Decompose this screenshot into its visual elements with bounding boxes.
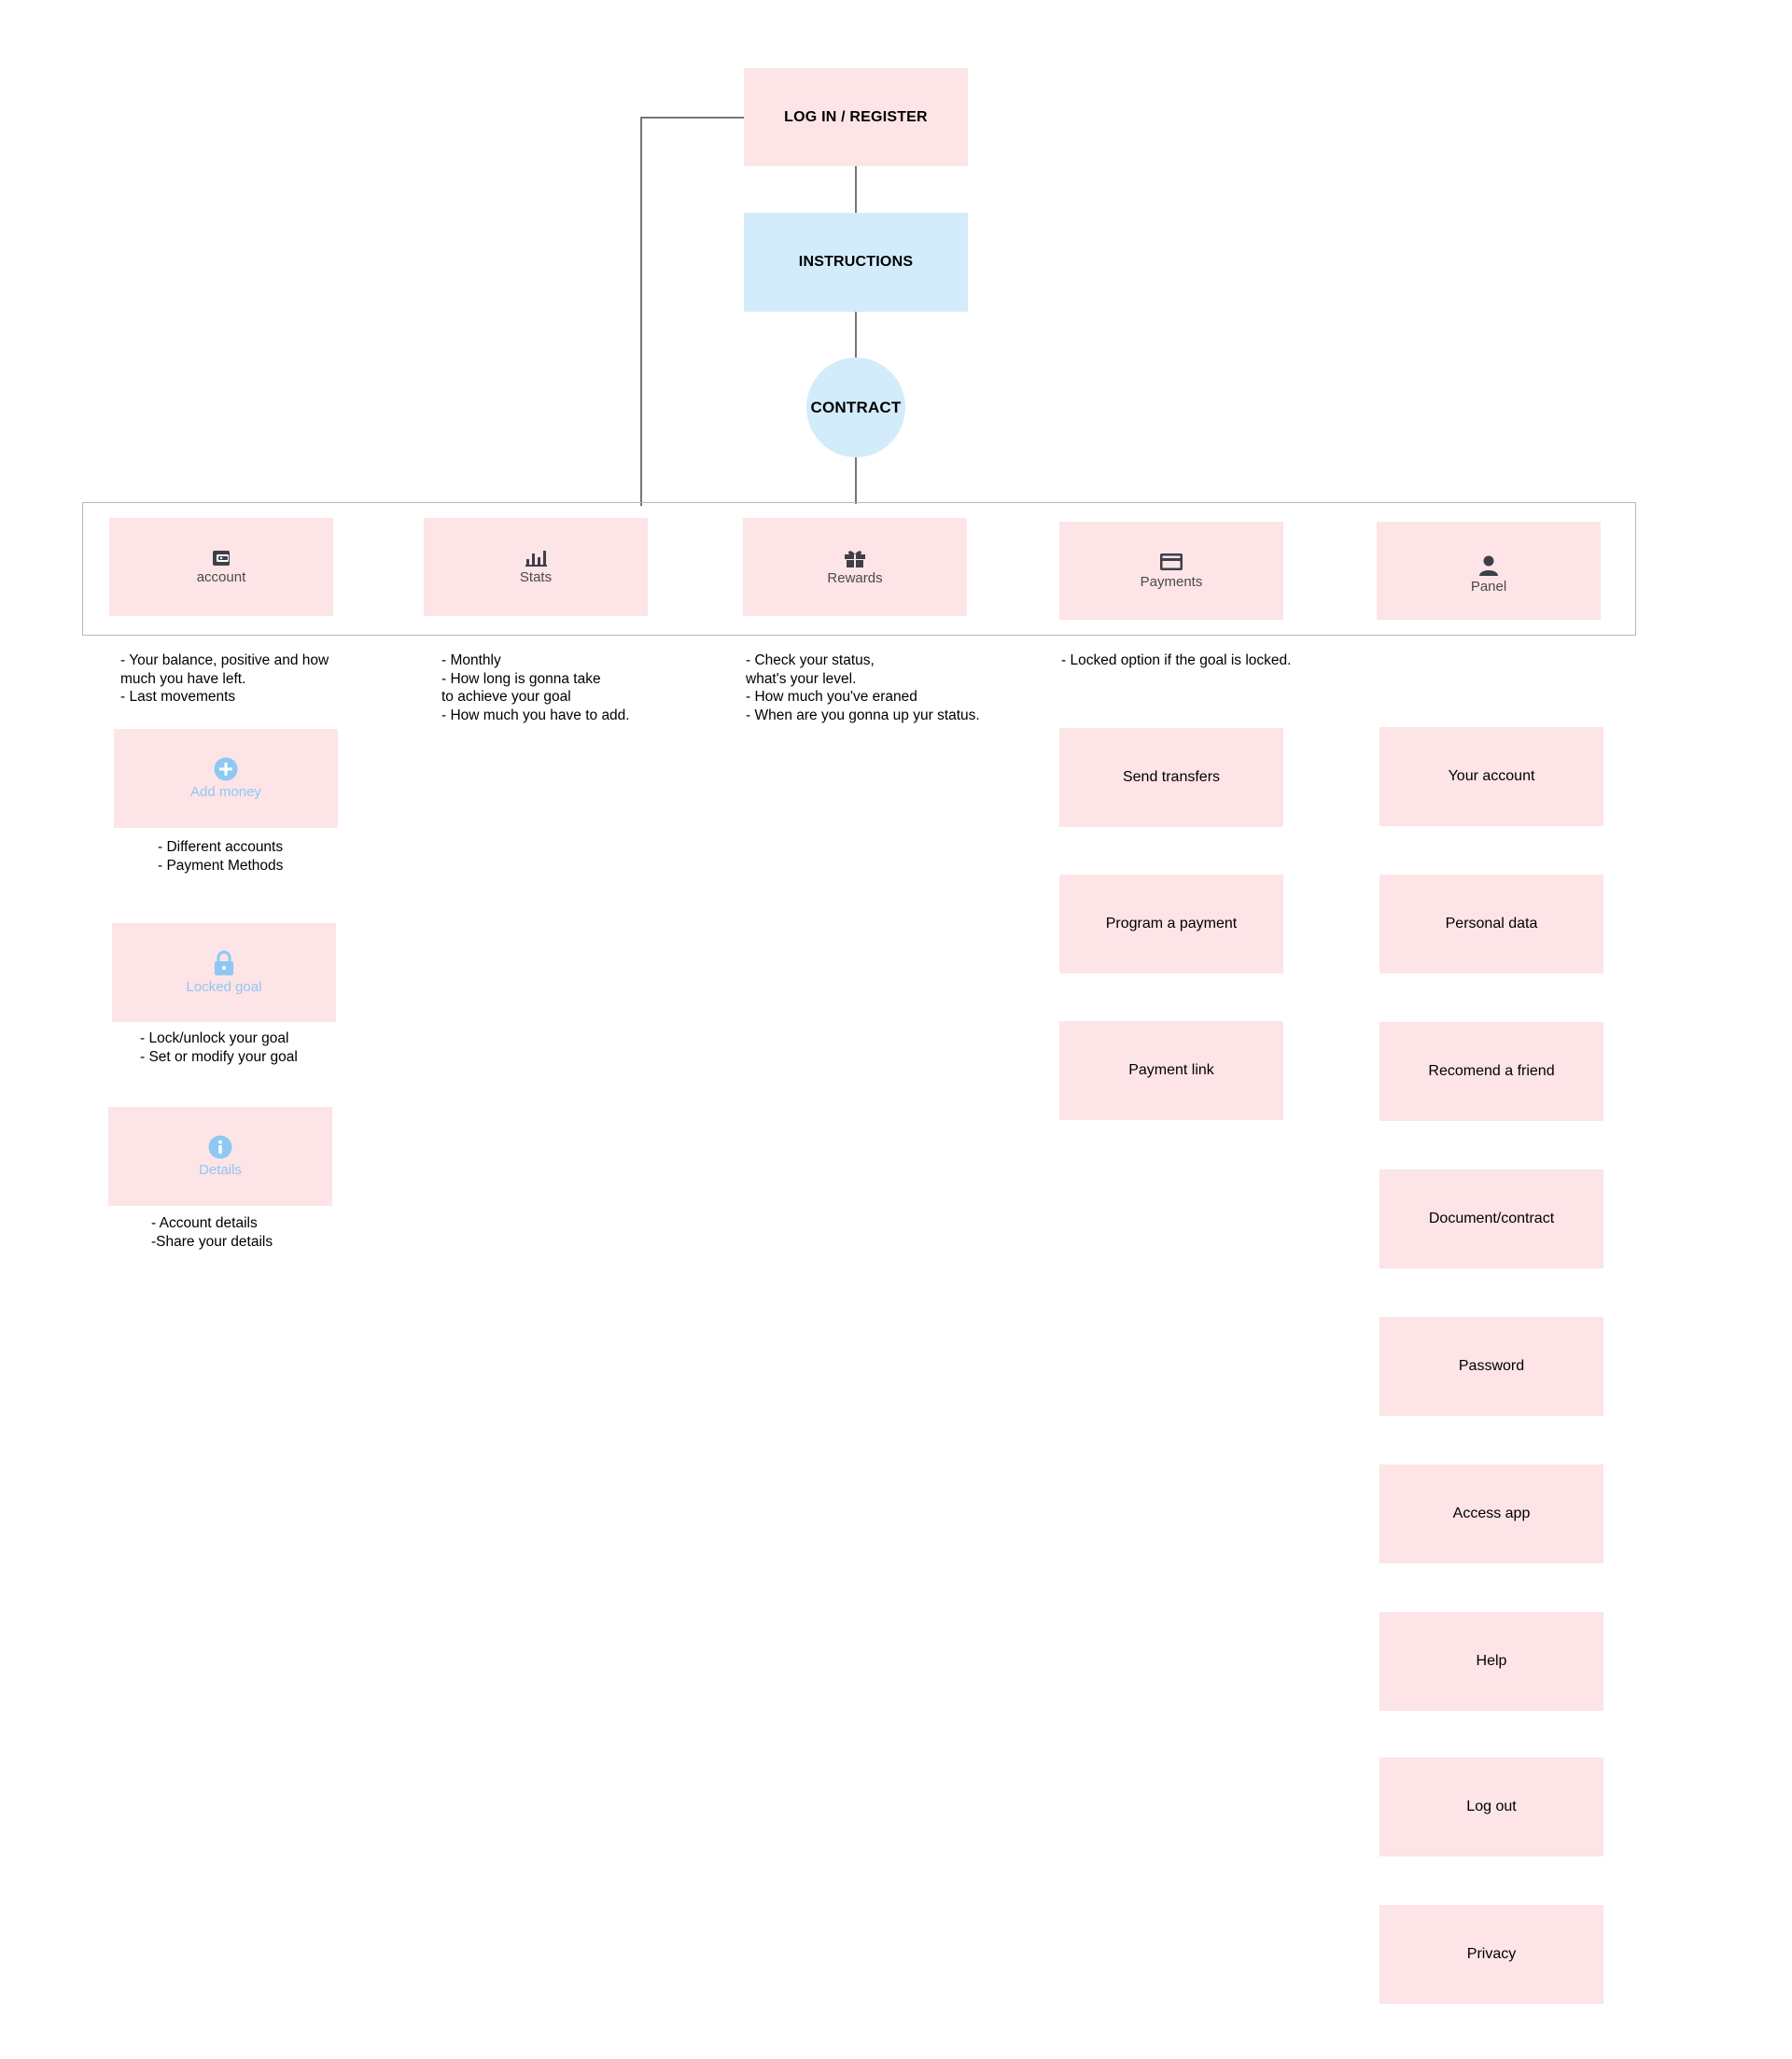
help-label: Help [1476, 1653, 1507, 1669]
nav-label-panel: Panel [1470, 578, 1507, 595]
note-locked-goal: - Lock/unlock your goal - Set or modify … [140, 1030, 298, 1065]
access-app-label: Access app [1452, 1506, 1531, 1521]
privacy-box[interactable]: Privacy [1379, 1905, 1603, 2004]
login-register-box[interactable]: LOG IN / REGISTER [744, 68, 968, 166]
nav-label-stats: Stats [519, 568, 553, 585]
instructions-box[interactable]: INSTRUCTIONS [744, 213, 968, 312]
details-box[interactable]: Details [108, 1107, 332, 1206]
details-label: Details [199, 1162, 242, 1178]
add-money-box[interactable]: Add money [114, 729, 338, 828]
nav-stats[interactable]: Stats [424, 518, 648, 616]
connector-login-vertical [640, 117, 642, 506]
your-account-label: Your account [1448, 768, 1535, 784]
plus-circle-icon [214, 757, 238, 781]
password-label: Password [1458, 1358, 1525, 1374]
payment-link-box[interactable]: Payment link [1059, 1021, 1283, 1120]
note-rewards: - Check your status, what's your level. … [746, 652, 980, 723]
nav-payments[interactable]: Payments [1059, 522, 1283, 620]
main-nav-frame [82, 502, 1636, 636]
personal-data-box[interactable]: Personal data [1379, 875, 1603, 973]
privacy-label: Privacy [1466, 1946, 1517, 1962]
locked-goal-label: Locked goal [186, 979, 262, 995]
info-icon [208, 1135, 232, 1159]
send-transfers-label: Send transfers [1122, 769, 1221, 785]
nav-account[interactable]: account [109, 518, 333, 616]
lock-icon [214, 950, 234, 976]
payment-link-label: Payment link [1128, 1062, 1214, 1078]
note-payments: - Locked option if the goal is locked. [1061, 652, 1292, 668]
recomend-friend-box[interactable]: Recomend a friend [1379, 1022, 1603, 1121]
log-out-box[interactable]: Log out [1379, 1758, 1603, 1856]
help-box[interactable]: Help [1379, 1612, 1603, 1711]
password-box[interactable]: Password [1379, 1317, 1603, 1416]
contract-circle[interactable]: CONTRACT [806, 357, 905, 457]
nav-label-rewards: Rewards [827, 569, 883, 586]
nav-label-account: account [196, 568, 246, 585]
access-app-box[interactable]: Access app [1379, 1464, 1603, 1563]
locked-goal-box[interactable]: Locked goal [112, 923, 336, 1022]
your-account-box[interactable]: Your account [1379, 727, 1603, 826]
send-transfers-box[interactable]: Send transfers [1059, 728, 1283, 827]
program-payment-label: Program a payment [1105, 916, 1238, 931]
connector-login-instructions [855, 165, 857, 213]
user-icon [1478, 555, 1499, 576]
gift-icon [844, 549, 866, 567]
note-account: - Your balance, positive and how much yo… [120, 652, 329, 705]
nav-rewards[interactable]: Rewards [743, 518, 967, 616]
personal-data-label: Personal data [1445, 916, 1538, 931]
note-stats: - Monthly - How long is gonna take to ac… [441, 652, 630, 723]
recomend-friend-label: Recomend a friend [1428, 1063, 1555, 1079]
bar-chart-icon [525, 550, 547, 567]
login-register-label: LOG IN / REGISTER [784, 108, 928, 125]
connector-login-horizontal [640, 117, 744, 119]
nav-label-payments: Payments [1140, 573, 1203, 590]
note-add-money: - Different accounts - Payment Methods [158, 839, 284, 874]
note-details: - Account details -Share your details [151, 1215, 273, 1250]
contract-label: CONTRACT [810, 398, 902, 416]
program-payment-box[interactable]: Program a payment [1059, 875, 1283, 973]
log-out-label: Log out [1466, 1799, 1517, 1814]
add-money-label: Add money [190, 784, 261, 800]
connector-contract-nav [855, 457, 857, 504]
credit-card-icon [1159, 553, 1183, 571]
connector-instructions-contract [855, 311, 857, 357]
wallet-icon [212, 550, 231, 567]
nav-panel[interactable]: Panel [1377, 522, 1601, 620]
document-contract-label: Document/contract [1428, 1211, 1555, 1226]
instructions-label: INSTRUCTIONS [798, 254, 914, 270]
document-contract-box[interactable]: Document/contract [1379, 1170, 1603, 1268]
